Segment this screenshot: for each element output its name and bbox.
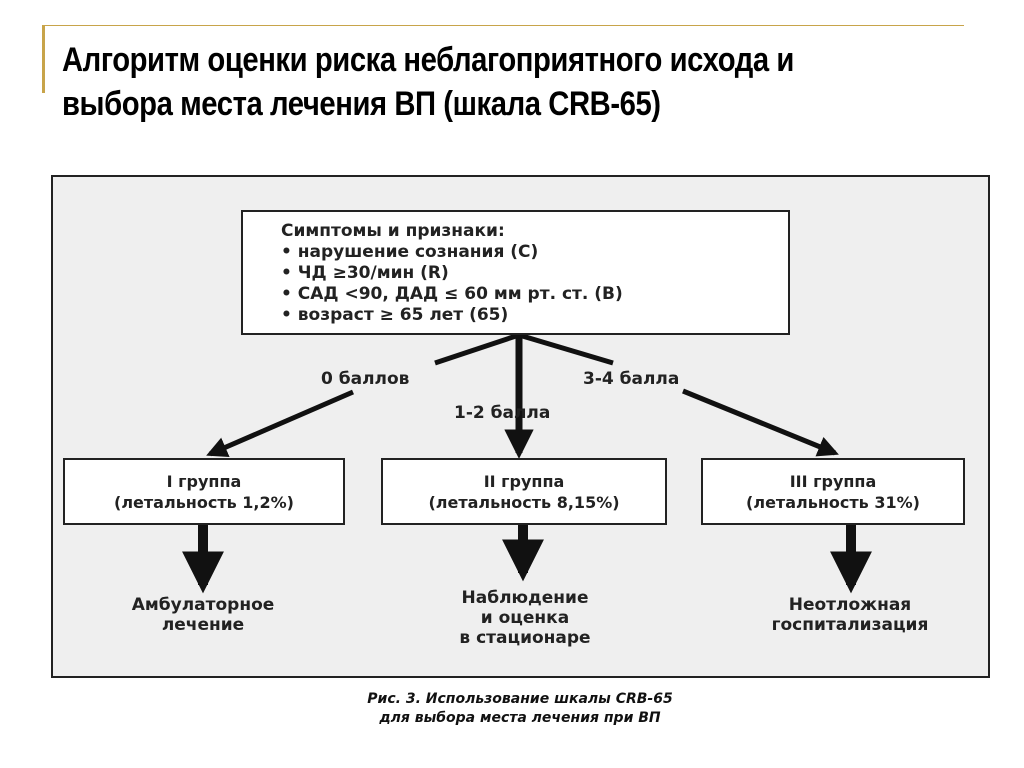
group-3-lethality: (летальность 31%) <box>746 493 920 512</box>
outcome-observation-line-1: Наблюдение <box>461 588 589 608</box>
title-accent-line <box>42 25 964 26</box>
title-accent-bar <box>42 25 45 93</box>
symptom-consciousness: • нарушение сознания (С) <box>281 242 539 262</box>
figure-caption: Рис. 3. Использование шкалы CRB-65 для в… <box>200 690 840 728</box>
symptom-blood-pressure: • САД <90, ДАД ≤ 60 мм рт. ст. (B) <box>281 284 623 304</box>
symptom-age: • возраст ≥ 65 лет (65) <box>281 305 509 325</box>
group-1-box: I группа (летальность 1,2%) <box>63 458 345 525</box>
symptom-respiratory-rate: • ЧД ≥30/мин (R) <box>281 263 449 283</box>
arrow-stem-right <box>518 332 614 366</box>
outcome-outpatient: Амбулаторное лечение <box>83 595 323 635</box>
symptoms-box: Симптомы и признаки: • нарушение сознани… <box>241 210 790 335</box>
group-3-name: III группа <box>789 472 877 491</box>
symptoms-heading: Симптомы и признаки: <box>281 221 505 241</box>
group-3-box: III группа (летальность 31%) <box>701 458 965 525</box>
figure-caption-line-2: для выбора места лечения при ВП <box>379 710 661 726</box>
group-2-box: II группа (летальность 8,15%) <box>381 458 667 525</box>
branch-label-3-4-points: 3-4 балла <box>583 369 680 389</box>
outcome-hospitalization-line-1: Неотложная <box>788 595 912 615</box>
group-2-name: II группа <box>483 472 565 491</box>
slide-title-line-1: Алгоритм оценки риска неблагоприятного и… <box>62 41 794 79</box>
group-1-name: I группа <box>166 472 242 491</box>
outcome-hospitalization-line-2: госпитализация <box>771 615 929 635</box>
branch-label-0-points: 0 баллов <box>321 369 410 389</box>
arrow-left <box>206 389 354 457</box>
arrow-stem-left <box>434 332 520 366</box>
arrow-right <box>682 388 839 457</box>
branch-label-1-2-points: 1-2 балла <box>454 403 551 423</box>
outcome-outpatient-line-1: Амбулаторное <box>131 595 275 615</box>
figure-caption-line-1: Рис. 3. Использование шкалы CRB-65 <box>367 691 673 707</box>
group-2-lethality: (летальность 8,15%) <box>428 493 620 512</box>
outcome-outpatient-line-2: лечение <box>161 615 245 635</box>
flow-arrows <box>182 332 872 594</box>
group-1-lethality: (летальность 1,2%) <box>114 493 294 512</box>
slide-title-line-2: выбора места лечения ВП (шкала CRB-65) <box>62 85 661 123</box>
outcome-observation-line-3: в стационаре <box>459 628 591 648</box>
slide-title: Алгоритм оценки риска неблагоприятного и… <box>62 38 836 126</box>
outcome-observation-line-2: и оценка <box>480 608 570 628</box>
algorithm-figure: Симптомы и признаки: • нарушение сознани… <box>51 175 990 678</box>
outcome-hospitalization: Неотложная госпитализация <box>725 595 975 635</box>
outcome-observation: Наблюдение и оценка в стационаре <box>405 588 645 648</box>
